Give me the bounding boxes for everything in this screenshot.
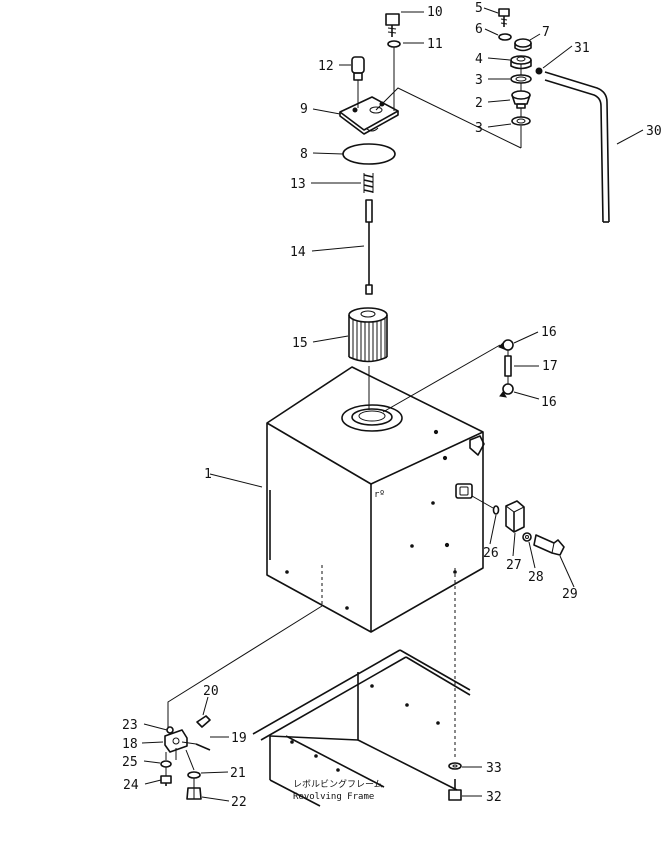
callout-3-lower: 3 [475, 121, 483, 136]
callout-9: 9 [300, 102, 308, 117]
drain-valve-assembly [160, 715, 211, 800]
callout-30: 30 [646, 124, 662, 139]
callout-23: 23 [122, 718, 138, 733]
callout-24: 24 [123, 778, 139, 793]
callout-8: 8 [300, 147, 308, 162]
callout-2: 2 [475, 96, 483, 111]
callout-29: 29 [562, 587, 578, 602]
cover-bolt [385, 13, 401, 48]
callout-15: 15 [292, 336, 308, 351]
callout-19: 19 [231, 731, 247, 746]
callout-14: 14 [290, 245, 306, 260]
callout-4: 4 [475, 52, 483, 67]
filter-rod [365, 199, 373, 295]
svg-text:rº: rº [374, 490, 385, 500]
callout-16-upper: 16 [541, 325, 557, 340]
level-gauge [492, 500, 565, 556]
frame-label-english: Revolving Frame [293, 792, 374, 802]
callout-6: 6 [475, 22, 483, 37]
tank-cover [339, 96, 399, 135]
callout-21: 21 [230, 766, 246, 781]
mount-bolt [448, 762, 462, 801]
breather-hose [544, 71, 610, 223]
callout-1: 1 [204, 467, 212, 482]
revolving-frame [252, 649, 471, 807]
callout-28: 28 [528, 570, 544, 585]
callout-26: 26 [483, 546, 499, 561]
strainer [348, 307, 388, 363]
callout-10: 10 [427, 5, 443, 20]
callout-22: 22 [231, 795, 247, 810]
o-ring [342, 143, 396, 165]
callout-25: 25 [122, 755, 138, 770]
bypass-valve [351, 56, 365, 94]
leader-lines [141, 7, 644, 802]
callout-20: 20 [203, 684, 219, 699]
callout-27: 27 [506, 558, 522, 573]
spring [363, 173, 374, 193]
callout-18: 18 [122, 737, 138, 752]
callout-13: 13 [290, 177, 306, 192]
elbow-fittings [498, 339, 514, 398]
callout-5: 5 [475, 1, 483, 16]
frame-label: レボルビングフレーム Revolving Frame [293, 778, 383, 802]
callout-33: 33 [486, 761, 502, 776]
callout-7: 7 [542, 25, 550, 40]
assembly-lines [165, 47, 522, 788]
callout-31: 31 [574, 41, 590, 56]
frame-label-japanese: レボルビングフレーム [293, 778, 383, 790]
callout-12: 12 [318, 59, 334, 74]
callout-3-upper: 3 [475, 73, 483, 88]
callout-16-lower: 16 [541, 395, 557, 410]
callout-labels: 1 2 3 3 4 5 6 7 8 9 10 11 12 13 14 15 16… [122, 1, 662, 810]
callout-11: 11 [427, 37, 443, 52]
hydraulic-tank: rº [266, 366, 485, 633]
callout-32: 32 [486, 790, 502, 805]
callout-17: 17 [542, 359, 558, 374]
